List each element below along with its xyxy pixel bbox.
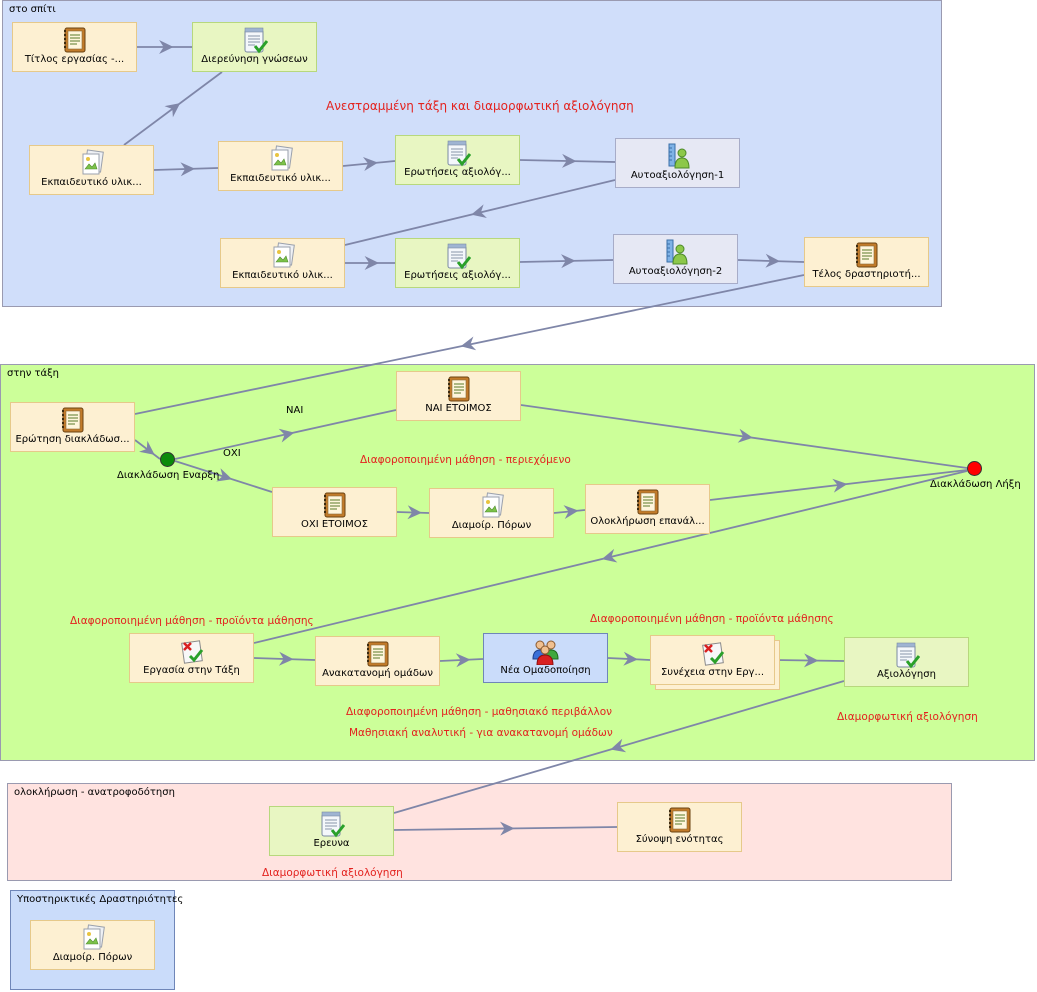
node-label: ΟΧΙ ΕΤΟΙΜΟΣ [301, 519, 368, 530]
node-assignment-title[interactable]: Τίτλος εργασίας -... [12, 22, 137, 72]
zone-class-title: στην τάξη [7, 368, 59, 379]
node-label: Ερευνα [313, 838, 350, 849]
resource-document-icon [80, 924, 106, 952]
node-label: Νέα Ομαδοποίηση [500, 665, 591, 676]
node-label: Διερεύνηση γνώσεων [201, 54, 308, 65]
task-x-icon [179, 637, 205, 665]
node-repetition-complete[interactable]: Ολοκλήρωση επανάλ... [585, 484, 710, 534]
node-label: Ανακατανομή ομάδων [322, 668, 433, 679]
node-label: ΝΑΙ ΕΤΟΙΜΟΣ [425, 403, 492, 414]
notebook-icon [62, 26, 88, 54]
group-people-icon [530, 637, 562, 666]
node-research[interactable]: Ερευνα [269, 806, 394, 856]
node-unit-summary[interactable]: Σύνοψη ενότητας [617, 802, 742, 852]
zone-wrap: ολοκλήρωση - ανατροφοδότηση [7, 783, 952, 881]
notebook-icon [667, 806, 693, 834]
node-assessment-questions-2[interactable]: Ερωτήσεις αξιολόγ... [395, 238, 520, 288]
flow-arrowhead [460, 336, 477, 351]
checklist-icon [894, 641, 920, 669]
node-new-grouping[interactable]: Νέα Ομαδοποίηση [483, 633, 608, 683]
node-label: Εργασία στην Τάξη [143, 665, 240, 676]
note-content: Διαφοροποιημένη μάθηση - περιεχόμενο [360, 454, 571, 466]
checklist-icon [242, 26, 268, 54]
node-label: Τίτλος εργασίας -... [24, 54, 125, 65]
note-environment: Διαφοροποιημένη μάθηση - μαθησιακό περιβ… [346, 706, 613, 718]
node-resource-sharing[interactable]: Διαμοίρ. Πόρων [429, 488, 554, 538]
node-label: Ερωτήσεις αξιολόγ... [404, 167, 511, 178]
node-label: Διαμοίρ. Πόρων [451, 520, 532, 531]
note-products-right: Διαφοροποιημένη μάθηση - προϊόντα μάθηση… [590, 613, 834, 625]
resource-document-icon [79, 149, 105, 177]
notebook-icon [60, 406, 86, 434]
zone-class: στην τάξη [0, 364, 1035, 761]
node-educational-material-3[interactable]: Εκπαιδευτικό υλικ... [220, 238, 345, 288]
node-activity-end[interactable]: Τέλος δραστηριοτή... [804, 237, 929, 287]
node-label: Σύνοψη ενότητας [635, 834, 724, 845]
node-educational-material-2[interactable]: Εκπαιδευτικό υλικ... [218, 141, 343, 191]
user-ruler-icon [665, 142, 691, 170]
node-continue-work[interactable]: Συνέχεια στην Εργ... [650, 635, 775, 685]
node-class-work[interactable]: Εργασία στην Τάξη [129, 633, 254, 683]
node-label: Τέλος δραστηριοτή... [812, 269, 921, 280]
node-label: Αξιολόγηση [877, 669, 936, 680]
checklist-icon [445, 139, 471, 167]
node-label: Διαμοίρ. Πόρων [52, 952, 133, 963]
node-label: Εκπαιδευτικό υλικ... [230, 173, 331, 184]
notebook-icon [635, 488, 661, 516]
node-group-reallocation[interactable]: Ανακατανομή ομάδων [315, 636, 440, 686]
notebook-icon [854, 241, 880, 269]
user-ruler-icon [663, 238, 689, 266]
node-label: Συνέχεια στην Εργ... [660, 667, 764, 678]
node-label: Αυτοαξιολόγηση-2 [628, 266, 723, 277]
node-label: Ολοκλήρωση επανάλ... [590, 516, 705, 527]
node-label: Εκπαιδευτικό υλικ... [41, 177, 142, 188]
node-knowledge-probe[interactable]: Διερεύνηση γνώσεων [192, 22, 317, 72]
node-yes-ready[interactable]: ΝΑΙ ΕΤΟΙΜΟΣ [396, 371, 521, 421]
notebook-icon [322, 491, 348, 519]
note-analytics: Μαθησιακή αναλυτική - για ανακατανομή ομ… [349, 727, 613, 739]
node-label: Ερωτήσεις αξιολόγ... [404, 270, 511, 281]
branch-label-yes: ΝΑΙ [286, 405, 304, 416]
gateway-end[interactable] [967, 461, 982, 476]
node-branch-question[interactable]: Ερώτηση διακλάδωσ... [10, 402, 135, 452]
note-products-left: Διαφοροποιημένη μάθηση - προϊόντα μάθηση… [70, 615, 314, 627]
note-formative-wrap: Διαμορφωτική αξιολόγηση [262, 867, 403, 879]
node-label: Αυτοαξιολόγηση-1 [630, 170, 725, 181]
zone-wrap-title: ολοκλήρωση - ανατροφοδότηση [14, 787, 175, 798]
resource-document-icon [479, 492, 505, 520]
zone-support-title: Υποστηρικτικές Δραστηριότητες [17, 894, 184, 905]
resource-document-icon [268, 145, 294, 173]
resource-document-icon [270, 242, 296, 270]
node-self-assessment-1[interactable]: Αυτοαξιολόγηση-1 [615, 138, 740, 188]
notebook-icon [365, 640, 391, 668]
node-label: Ερώτηση διακλάδωσ... [15, 434, 130, 445]
node-educational-material-1[interactable]: Εκπαιδευτικό υλικ... [29, 145, 154, 195]
zone-home-title: στο σπίτι [9, 4, 56, 15]
node-assessment-questions-1[interactable]: Ερωτήσεις αξιολόγ... [395, 135, 520, 185]
gateway-start[interactable] [160, 452, 175, 467]
node-self-assessment-2[interactable]: Αυτοαξιολόγηση-2 [613, 234, 738, 284]
checklist-icon [445, 242, 471, 270]
note-formative-class: Διαμορφωτική αξιολόγηση [837, 711, 978, 723]
node-assessment[interactable]: Αξιολόγηση [844, 637, 969, 687]
notebook-icon [446, 375, 472, 403]
branch-label-no: ΟΧΙ [223, 448, 241, 459]
node-support-resource-sharing[interactable]: Διαμοίρ. Πόρων [30, 920, 155, 970]
gateway-start-label: Διακλάδωση Εναρξη [117, 470, 220, 481]
task-x-icon [700, 639, 726, 667]
node-no-ready[interactable]: ΟΧΙ ΕΤΟΙΜΟΣ [272, 487, 397, 537]
gateway-end-label: Διακλάδωση Λήξη [930, 479, 1021, 490]
node-label: Εκπαιδευτικό υλικ... [232, 270, 333, 281]
checklist-icon [319, 810, 345, 838]
note-flipped-classroom: Ανεστραμμένη τάξη και διαμορφωτική αξιολ… [326, 99, 634, 113]
